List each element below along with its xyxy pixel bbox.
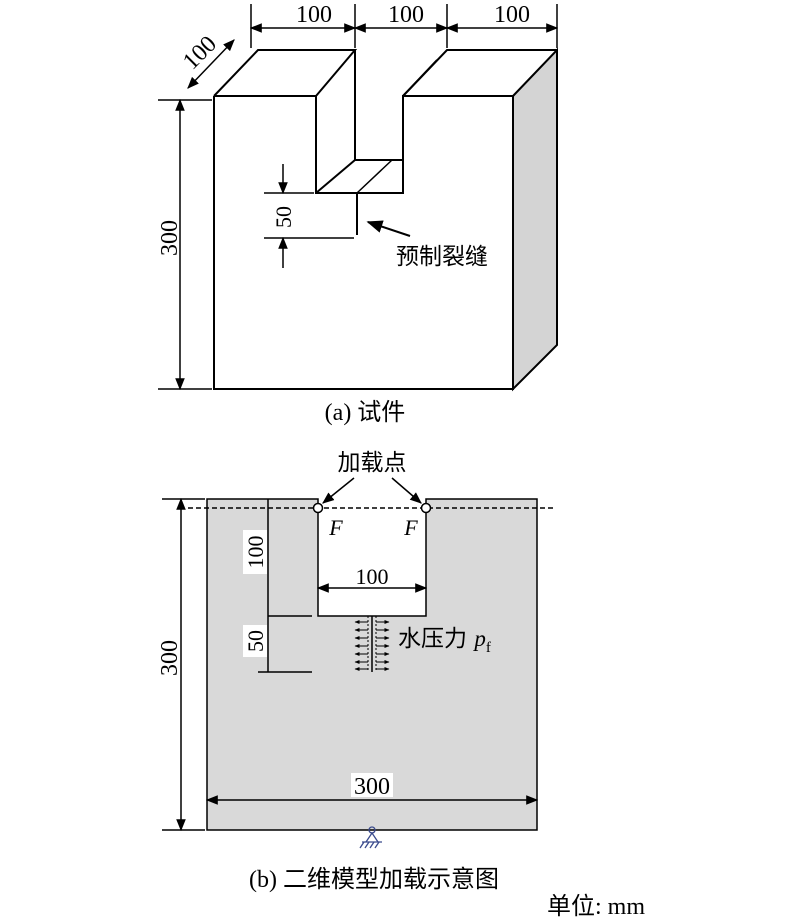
pin-support-icon: [359, 826, 382, 849]
label-bg: [243, 530, 267, 574]
crack-pointer-arrow: [366, 220, 411, 237]
force-right-label: F: [403, 515, 418, 540]
crack-label: 预制裂缝: [396, 244, 488, 270]
dim-top-2-label: 100: [388, 2, 424, 28]
specimen-top-left: [213, 49, 358, 97]
water-pressure-arrows: [354, 616, 390, 672]
loading-point-right: [420, 502, 432, 514]
specimen-side-face: [512, 47, 558, 392]
loading-point-left: [312, 502, 324, 514]
specimen-3d-view: 100 100 100 100 300 50 预制裂缝 (a) 试件: [157, 2, 559, 426]
dim-notch-width-label: 100: [356, 564, 389, 589]
caption-a: (a) 试件: [325, 399, 406, 426]
dim-top-3-label: 100: [494, 2, 530, 28]
water-pressure-text: 水压力: [398, 626, 474, 652]
notch-back-right-edge: [402, 59, 438, 97]
dim-height-label: 300: [157, 640, 183, 676]
specimen-front-face: [213, 95, 514, 390]
water-pressure-subscript: f: [486, 640, 491, 656]
dim-crack-label: 50: [271, 206, 296, 228]
loading-pointer-left: [322, 477, 355, 504]
force-left-label: F: [328, 515, 343, 540]
dim-notch-depth-label: 100: [243, 536, 268, 569]
notch-bottom-face: [315, 159, 404, 194]
dim-height-label: 300: [157, 220, 183, 256]
dim-width-label: 300: [354, 774, 390, 800]
dim-line-depth: [187, 39, 235, 89]
dim-top-1-label: 100: [296, 2, 332, 28]
loading-pointer-right: [391, 477, 422, 504]
caption-b: (b) 二维模型加载示意图: [249, 866, 499, 893]
label-bg: [351, 773, 393, 797]
notch-bottom-mid: [356, 159, 393, 194]
water-pressure-label: 水压力 pf: [398, 626, 491, 656]
water-pressure-symbol: p: [472, 626, 486, 651]
label-bg: [243, 625, 267, 657]
loading-points-label: 加载点: [338, 450, 407, 476]
model-2d-view: 加载点 F F 100 50 100: [157, 450, 556, 893]
dim-depth-label: 100: [178, 31, 222, 75]
unit-note: 单位: mm: [547, 893, 645, 920]
dim-crack-label: 50: [243, 630, 268, 652]
